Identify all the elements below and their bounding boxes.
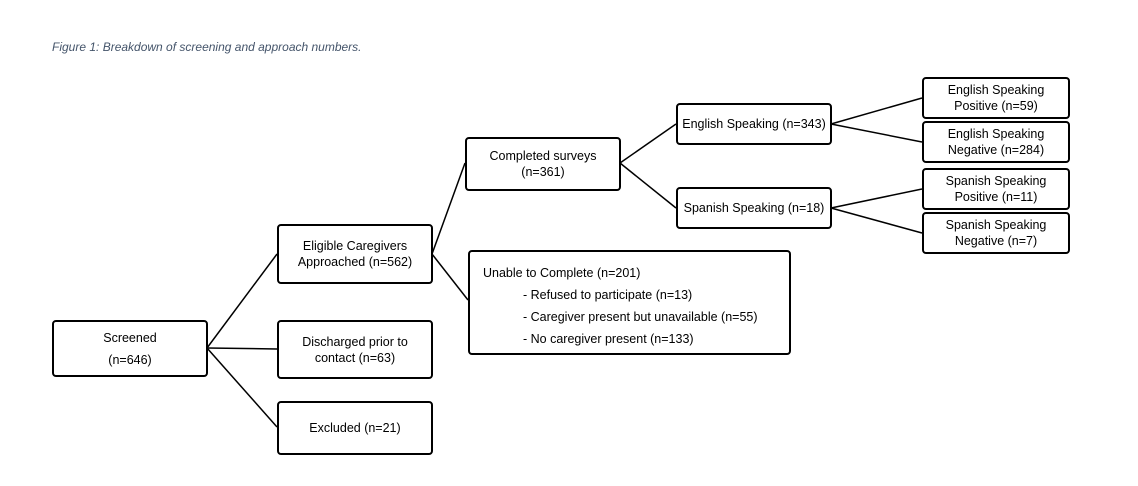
- node-completed-surveys: Completed surveys (n=361): [465, 137, 621, 191]
- node-discharged-line1: Discharged prior to: [302, 334, 408, 349]
- connector-completed-spanish: [619, 162, 677, 209]
- node-discharged-line2: contact (n=63): [314, 350, 396, 365]
- node-english-negative-line1: English Speaking: [947, 127, 1045, 141]
- node-unable-item: - No caregiver present (n=133): [523, 332, 694, 346]
- connector-completed-english: [619, 123, 677, 164]
- node-screened: Screened (n=646): [52, 320, 208, 377]
- connector-screened-eligible: [206, 253, 278, 349]
- figure-caption: Figure 1: Breakdown of screening and app…: [52, 40, 362, 54]
- node-discharged: Discharged prior to contact (n=63): [277, 320, 433, 379]
- node-unable-item: - Caregiver present but unavailable (n=5…: [523, 310, 758, 324]
- node-eligible-approached: Eligible Caregivers Approached (n=562): [277, 224, 433, 284]
- node-spanish-negative: Spanish Speaking Negative (n=7): [922, 212, 1070, 254]
- node-english-label: English Speaking (n=343): [682, 117, 826, 131]
- connector-spanish-positive: [830, 188, 923, 209]
- node-english-speaking: English Speaking (n=343): [676, 103, 832, 145]
- node-english-negative-line2: Negative (n=284): [947, 143, 1045, 157]
- node-spanish-positive: Spanish Speaking Positive (n=11): [922, 168, 1070, 210]
- node-screened-count: (n=646): [108, 352, 152, 367]
- connector-eligible-unable: [431, 253, 469, 301]
- node-spanish-negative-line1: Spanish Speaking: [945, 218, 1047, 232]
- node-unable-item: - Refused to participate (n=13): [523, 288, 693, 302]
- node-eligible-line2: Approached (n=562): [297, 255, 413, 269]
- node-unable-title: Unable to Complete (n=201): [483, 266, 641, 280]
- connector-eligible-completed: [431, 162, 466, 255]
- node-spanish-label: Spanish Speaking (n=18): [683, 201, 825, 215]
- node-eligible-line1: Eligible Caregivers: [302, 239, 408, 253]
- node-unable-to-complete: Unable to Complete (n=201) - Refused to …: [468, 250, 791, 355]
- node-english-positive-line1: English Speaking: [947, 83, 1045, 97]
- node-english-negative: English Speaking Negative (n=284): [922, 121, 1070, 163]
- node-english-positive-line2: Positive (n=59): [954, 99, 1038, 113]
- node-english-positive: English Speaking Positive (n=59): [922, 77, 1070, 119]
- connector-english-positive: [830, 97, 923, 125]
- node-screened-label: Screened: [103, 330, 157, 345]
- connector-spanish-negative: [830, 207, 923, 234]
- connector-screened-excluded: [206, 347, 278, 428]
- connector-english-negative: [830, 123, 923, 143]
- connector-screened-discharged: [206, 347, 278, 350]
- node-completed-line1: Completed surveys: [489, 149, 597, 163]
- node-spanish-positive-line2: Positive (n=11): [954, 190, 1038, 204]
- node-excluded: Excluded (n=21): [277, 401, 433, 455]
- node-spanish-negative-line2: Negative (n=7): [954, 234, 1038, 248]
- node-completed-line2: (n=361): [521, 165, 565, 179]
- node-excluded-label: Excluded (n=21): [309, 421, 401, 435]
- node-spanish-speaking: Spanish Speaking (n=18): [676, 187, 832, 229]
- node-spanish-positive-line1: Spanish Speaking: [945, 174, 1047, 188]
